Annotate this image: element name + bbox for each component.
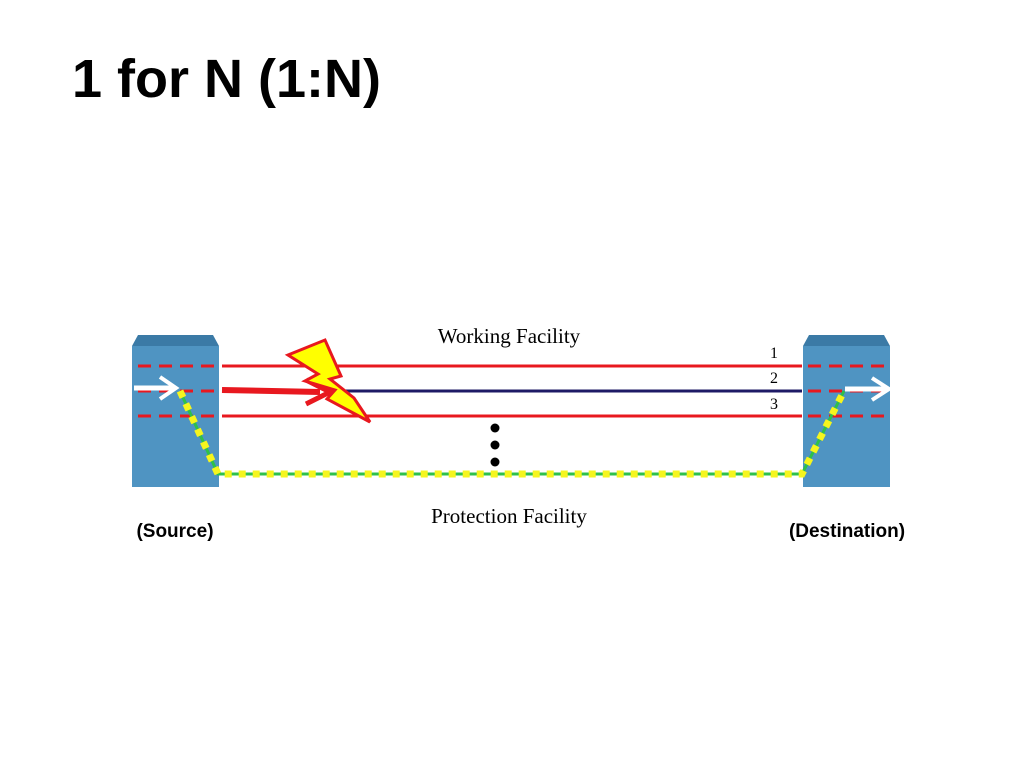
outgoing-signal-arrow [845,376,893,402]
fault-lightning-icon [284,338,372,424]
protection-facility-label: Protection Facility [431,504,587,528]
incoming-signal-head [158,375,180,401]
incoming-signal-arrow [134,375,180,401]
destination-node [803,335,890,487]
source-internal-lines [138,364,216,418]
failed-segment-line [221,387,321,395]
protection-path-dashes [176,389,848,478]
source-label: (Source) [136,521,213,542]
ellipsis-dot-3 [490,457,500,467]
protection-path-base [178,390,846,476]
ellipsis-dot-2 [490,440,500,450]
source-node-top [132,335,219,346]
destination-label: (Destination) [789,521,905,542]
outgoing-signal-head [870,376,893,402]
slide-title: 1 for N (1:N) [72,49,381,109]
working-facility-label: Working Facility [438,324,581,348]
destination-node-top [803,335,890,346]
channel-number-3: 3 [770,396,778,413]
channel-number-1: 1 [770,345,778,362]
more-channels-ellipsis [490,423,500,467]
channel-number-2: 2 [770,370,778,387]
ellipsis-dot-1 [490,423,500,433]
source-node [132,335,219,487]
protection-path [176,389,848,478]
